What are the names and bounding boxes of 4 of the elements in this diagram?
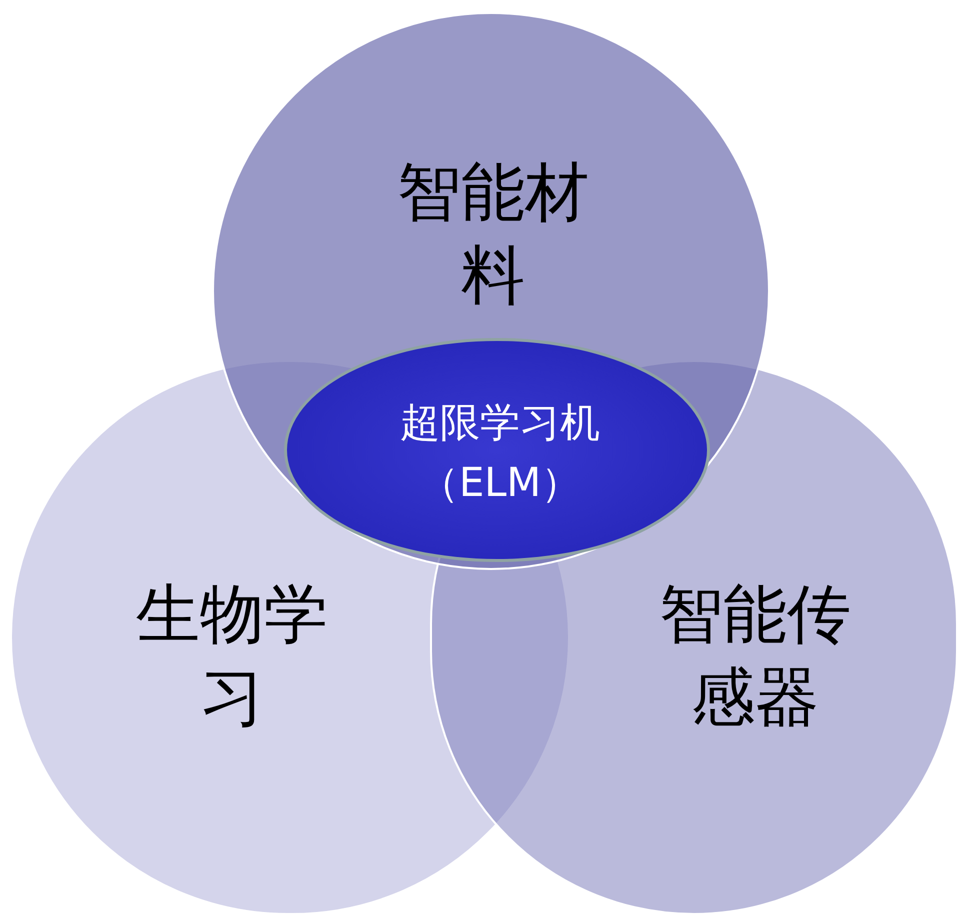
node-label: 智能传感器	[658, 577, 852, 738]
node-label: 超限学习机（ELM）	[400, 399, 600, 508]
node-label: 智能材料	[396, 155, 590, 316]
node-label: 生物学习	[135, 577, 329, 738]
